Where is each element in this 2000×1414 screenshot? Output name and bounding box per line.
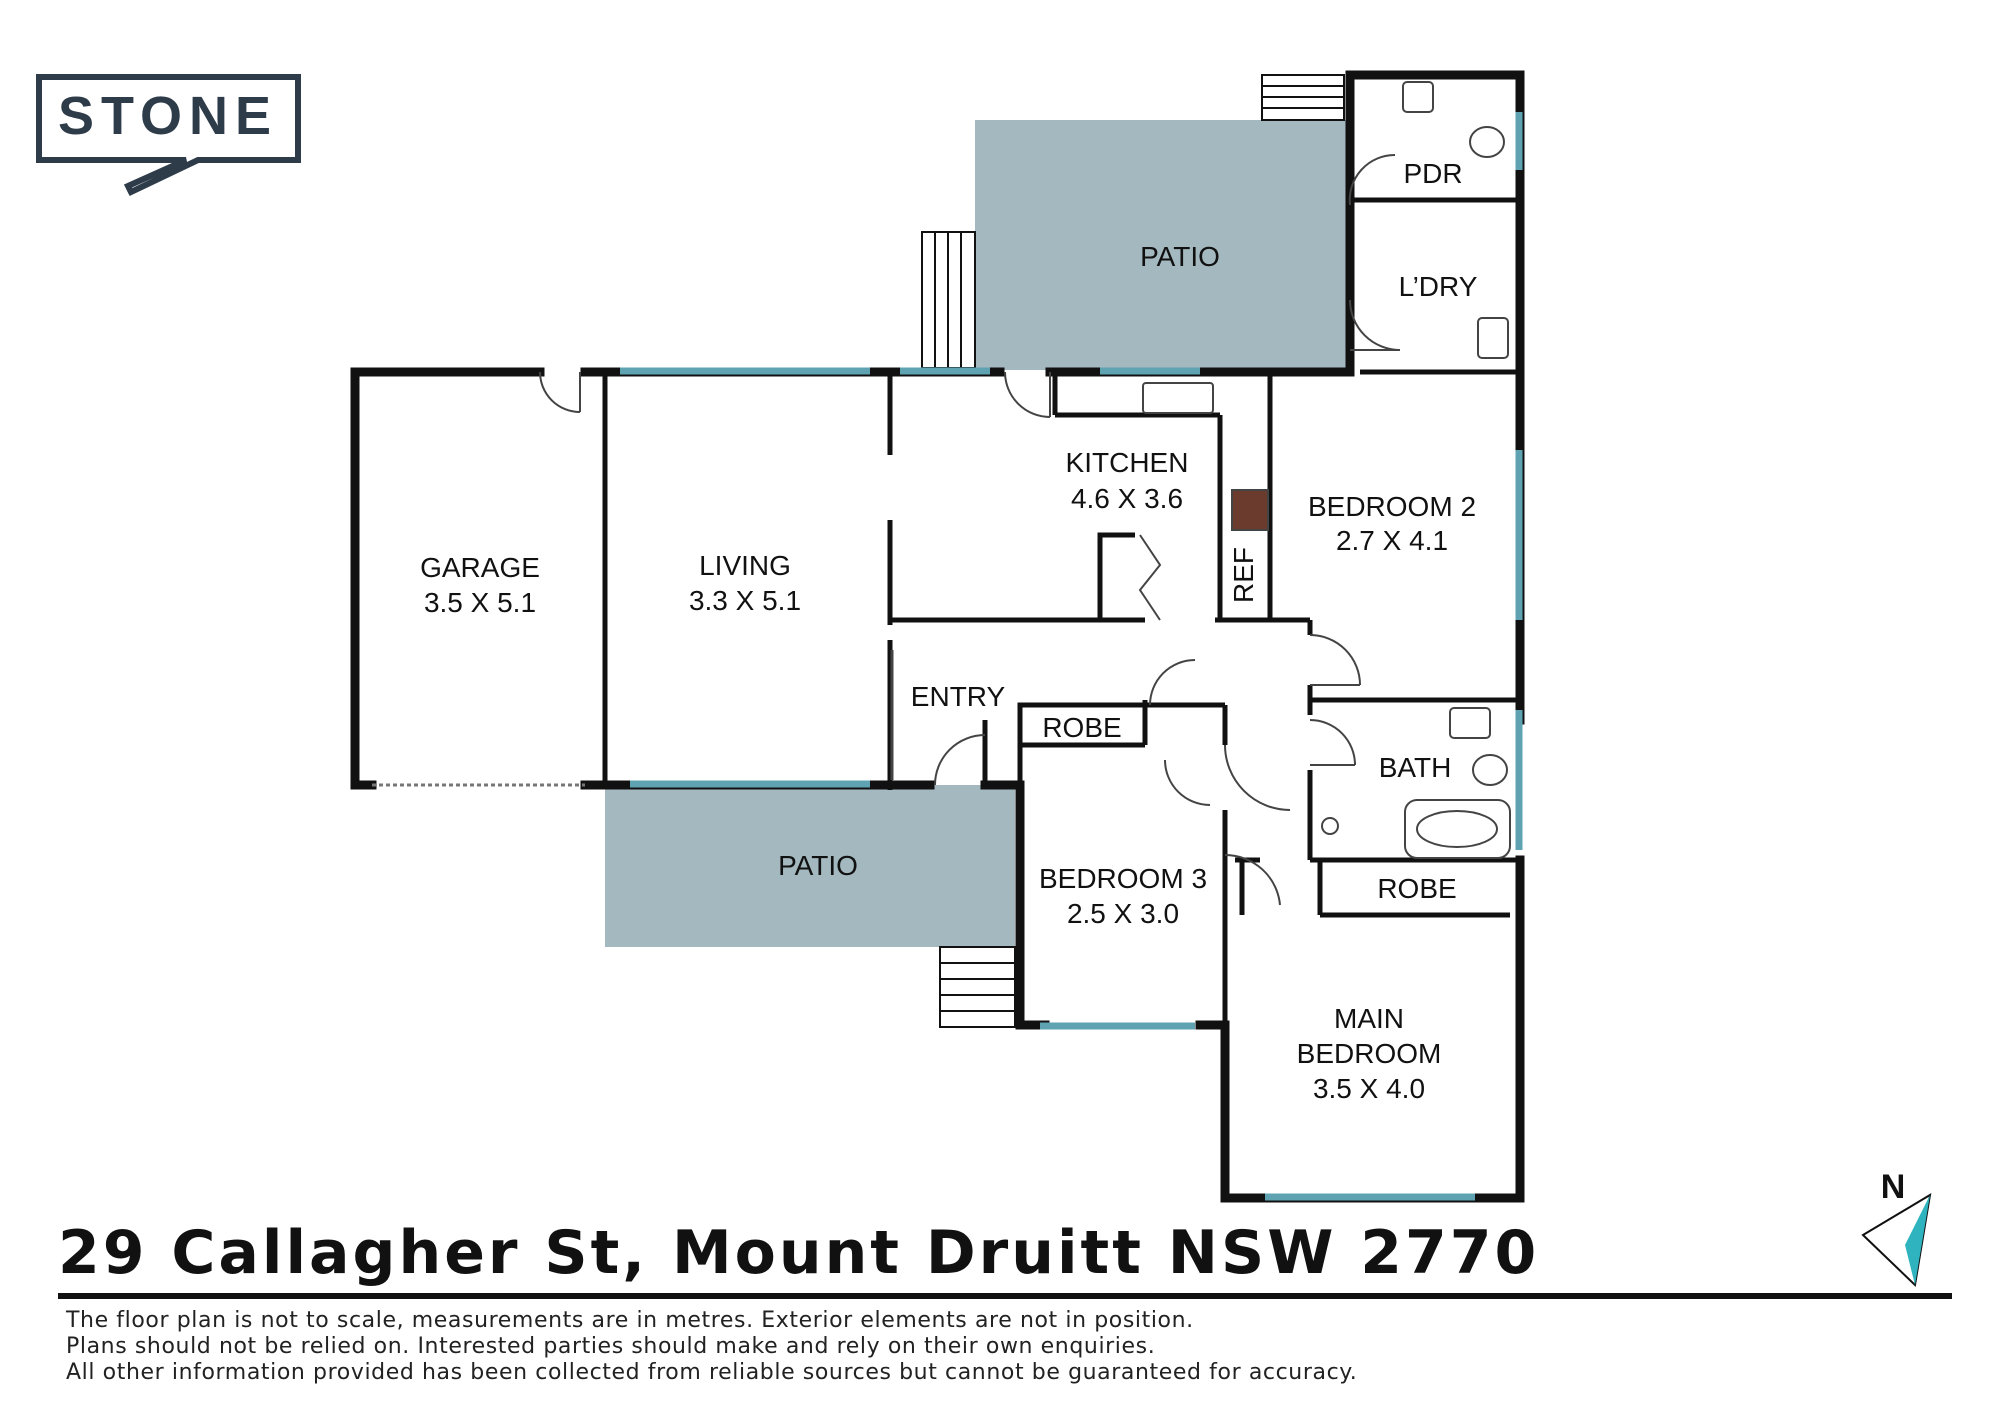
disclaimer-line: The floor plan is not to scale, measurem… (66, 1308, 1194, 1333)
bedroom3-label: BEDROOM 3 (1039, 863, 1207, 894)
main-bedroom-label-1: MAIN (1334, 1003, 1404, 1034)
laundry-tub-icon (1477, 317, 1509, 359)
disclaimer-line: All other information provided has been … (66, 1360, 1358, 1385)
bedroom2-size: 2.7 X 4.1 (1336, 525, 1448, 556)
fixtures (1142, 81, 1511, 859)
compass-label: N (1881, 1168, 1906, 1206)
bath-basin-icon (1449, 707, 1491, 739)
garage-label: GARAGE (420, 552, 540, 583)
kitchen-label: KITCHEN (1066, 447, 1189, 478)
entry-label: ENTRY (911, 681, 1006, 712)
interior-walls (602, 197, 1520, 1025)
divider (58, 1293, 1952, 1299)
logo-text: STONE (58, 86, 278, 146)
bath-label: BATH (1379, 752, 1452, 783)
disclaimer-line: Plans should not be relied on. Intereste… (66, 1334, 1156, 1359)
steps-bottom (939, 946, 1016, 1028)
bath-toilet-icon (1472, 754, 1508, 786)
living-size: 3.3 X 5.1 (689, 585, 801, 616)
patio-top-label: PATIO (1140, 241, 1220, 272)
steps-top-right (1261, 74, 1345, 121)
patio-bottom-area (605, 785, 1015, 947)
windows (620, 112, 1523, 1201)
pdr-toilet-icon (1469, 126, 1505, 158)
garage-size: 3.5 X 5.1 (424, 587, 536, 618)
stone-logo: STONE (36, 74, 306, 209)
patio-top-area (975, 120, 1350, 370)
stone-logo-mark: STONE (36, 74, 301, 196)
laundry-label: L’DRY (1399, 271, 1478, 302)
kitchen-sink-icon (1142, 382, 1214, 414)
steps-top-left (921, 231, 976, 369)
disclaimer: The floor plan is not to scale, measurem… (66, 1308, 1357, 1386)
shower-icon (1321, 817, 1339, 835)
main-bedroom-size: 3.5 X 4.0 (1313, 1073, 1425, 1104)
kitchen-size: 4.6 X 3.6 (1071, 483, 1183, 514)
ref-label: REF (1228, 547, 1259, 603)
living-label: LIVING (699, 550, 791, 581)
cooktop-icon (1231, 489, 1269, 531)
robe-main-label: ROBE (1377, 873, 1456, 904)
pdr-label: PDR (1403, 158, 1462, 189)
north-compass-icon: N (1861, 1168, 1932, 1288)
patio-bottom-label: PATIO (778, 850, 858, 881)
robe-bed3-label: ROBE (1042, 712, 1121, 743)
pdr-basin-icon (1402, 81, 1434, 113)
bedroom3-size: 2.5 X 3.0 (1067, 898, 1179, 929)
bedroom2-label: BEDROOM 2 (1308, 491, 1476, 522)
property-address: 29 Callagher St, Mount Druitt NSW 2770 (58, 1218, 1540, 1288)
doors (539, 153, 1401, 906)
main-bedroom-label-2: BEDROOM (1297, 1038, 1442, 1069)
